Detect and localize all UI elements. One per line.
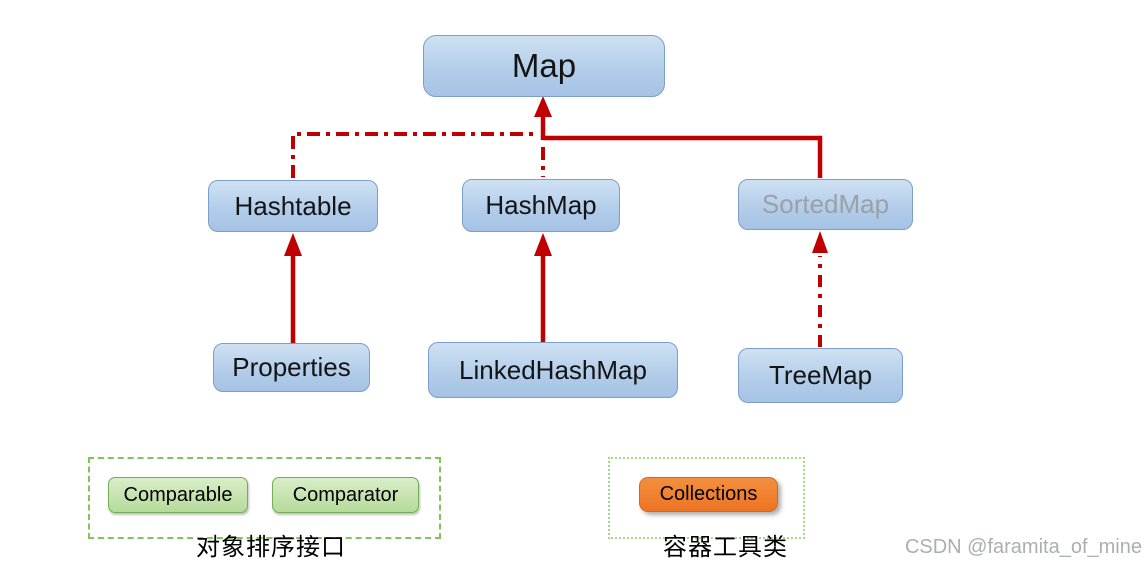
node-properties: Properties xyxy=(213,343,370,392)
legend-sorting-caption: 对象排序接口 xyxy=(196,534,346,561)
node-comparator: Comparator xyxy=(272,477,419,513)
node-linkedhashmap: LinkedHashMap xyxy=(428,342,678,398)
legend-sorting-interfaces-box xyxy=(88,457,441,539)
arrowhead-sortedmap xyxy=(812,231,828,253)
csdn-watermark: CSDN @faramita_of_mine xyxy=(904,536,1142,558)
node-map: Map xyxy=(423,35,665,97)
node-collections: Collections xyxy=(639,477,778,512)
node-comparable: Comparable xyxy=(108,477,248,513)
node-sortedmap: SortedMap xyxy=(738,179,913,230)
node-hashtable: Hashtable xyxy=(208,180,378,232)
edge-sortedmap-map xyxy=(543,135,823,178)
edge-hashtable-map xyxy=(291,132,536,178)
arrowhead-map xyxy=(534,96,552,117)
legend-utility-caption: 容器工具类 xyxy=(663,534,788,561)
arrowhead-hashmap xyxy=(534,233,552,256)
arrowhead-hashtable xyxy=(284,233,302,256)
node-hashmap: HashMap xyxy=(462,179,620,232)
node-treemap: TreeMap xyxy=(738,348,903,403)
legend-utility-class-box xyxy=(608,457,805,539)
